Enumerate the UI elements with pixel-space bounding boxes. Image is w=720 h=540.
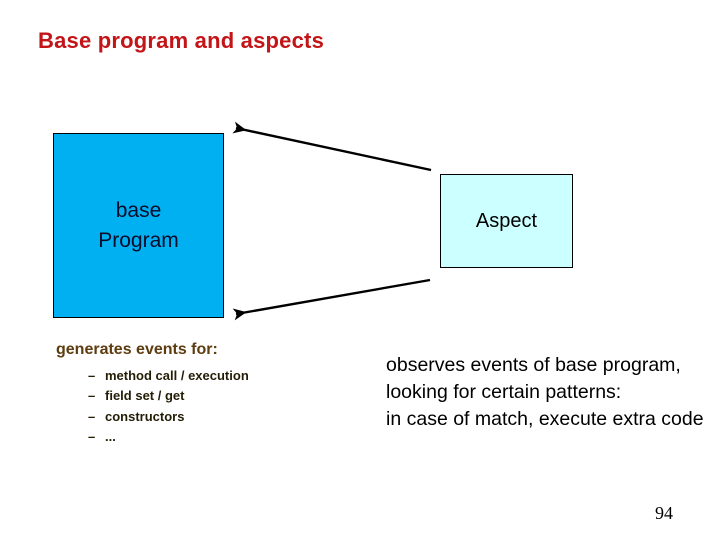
list-item-label: ... [105, 428, 116, 444]
list-item-label: constructors [105, 408, 185, 424]
generates-heading: generates events for: [56, 341, 218, 358]
aspect-box: Aspect [440, 174, 573, 268]
base-program-label: base Program [98, 198, 179, 252]
observes-section: observes events of base program, looking… [386, 352, 704, 433]
base-program-box: base Program [53, 133, 224, 318]
list-item: – ... [88, 427, 249, 447]
list-item-label: method call / execution [105, 368, 249, 383]
generates-section: generates events for: – method call / ex… [56, 341, 249, 447]
arrow-aspect-to-base-top-icon [232, 121, 432, 172]
bullet-dash-icon: – [88, 408, 96, 424]
aspect-label: Aspect [475, 209, 538, 232]
observes-line: observes events of base program, [386, 354, 681, 376]
list-item-label: field set / get [105, 388, 185, 404]
bullet-dash-icon: – [88, 388, 96, 404]
list-item: – field set / get [88, 386, 249, 406]
list-item: – constructors [88, 407, 249, 427]
slide-title: Base program and aspects [38, 28, 325, 53]
generates-list: – method call / execution – field set / … [56, 366, 249, 447]
bullet-dash-icon: – [88, 428, 96, 444]
bullet-dash-icon: – [88, 368, 96, 383]
arrow-aspect-to-base-bottom-icon [232, 278, 431, 321]
page-number: 94 [655, 503, 673, 523]
observes-line: in case of match, execute extra code [386, 408, 704, 430]
observes-line: looking for certain patterns: [386, 381, 622, 403]
list-item: – method call / execution [88, 366, 249, 386]
